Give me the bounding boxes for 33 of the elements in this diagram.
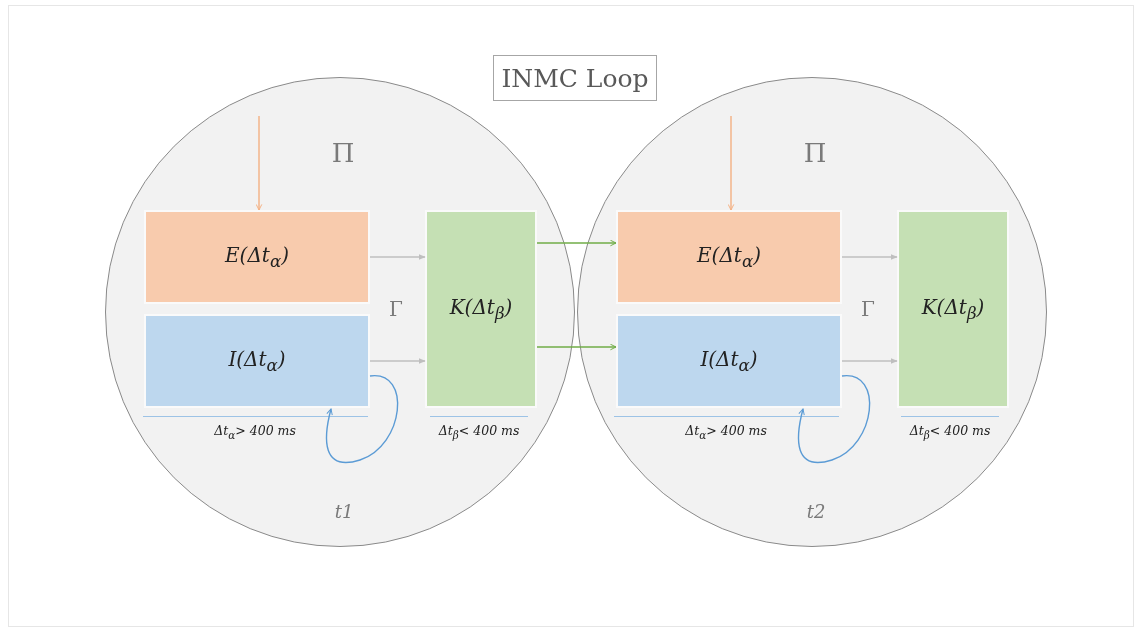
duration-label: Δt$_{β}$< 400 ms bbox=[438, 423, 520, 441]
process-box bbox=[897, 210, 1009, 408]
process-box bbox=[144, 210, 370, 304]
box-label: E(Δt$_{α}$) bbox=[225, 243, 289, 271]
box-label: K(Δt$_{β}$) bbox=[449, 295, 513, 323]
duration-label: Δt$_{β}$< 400 ms bbox=[909, 423, 991, 441]
symbol-label: Γ bbox=[861, 297, 875, 321]
arrow bbox=[255, 115, 263, 211]
arrow bbox=[536, 343, 617, 351]
arrow bbox=[841, 358, 898, 364]
box-label: E(Δt$_{α}$) bbox=[697, 243, 761, 271]
arrow bbox=[536, 239, 617, 247]
box-label: I(Δt$_{α}$) bbox=[228, 347, 286, 375]
arrow bbox=[369, 254, 426, 260]
process-box bbox=[616, 210, 842, 304]
loop-arrow bbox=[325, 375, 399, 464]
symbol-label: Γ bbox=[389, 297, 403, 321]
duration-label: Δt$_{α}$> 400 ms bbox=[214, 423, 296, 441]
process-box bbox=[144, 314, 370, 408]
arrow bbox=[369, 358, 426, 364]
arrow bbox=[841, 254, 898, 260]
loop-arrow bbox=[797, 375, 871, 464]
process-box bbox=[425, 210, 537, 408]
time-label: t1 bbox=[334, 500, 354, 522]
duration-label: Δt$_{α}$> 400 ms bbox=[685, 423, 767, 441]
box-label: K(Δt$_{β}$) bbox=[921, 295, 985, 323]
time-label: t2 bbox=[806, 500, 826, 522]
arrow bbox=[727, 115, 735, 211]
symbol-label: Π bbox=[331, 138, 355, 168]
title-box: INMC Loop bbox=[493, 55, 657, 101]
process-box bbox=[616, 314, 842, 408]
box-label: I(Δt$_{α}$) bbox=[700, 347, 758, 375]
symbol-label: Π bbox=[803, 138, 827, 168]
